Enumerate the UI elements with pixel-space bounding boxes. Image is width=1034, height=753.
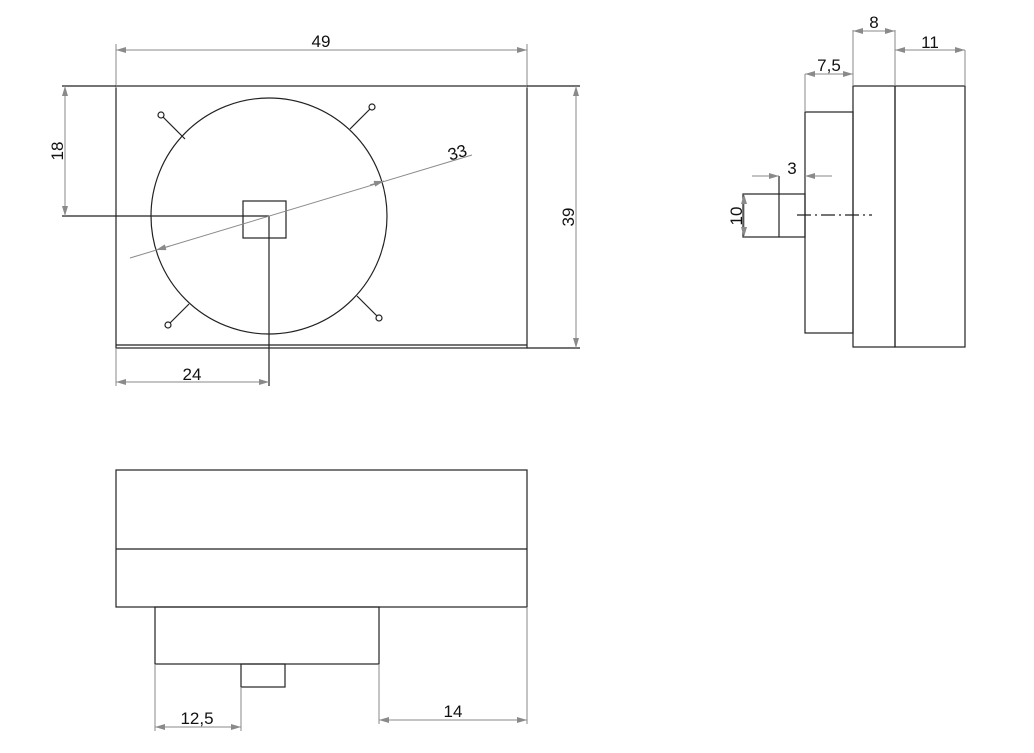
bottom-tab (240, 663, 286, 688)
dim-g-label: 14 (444, 702, 463, 721)
center-square (242, 200, 287, 239)
bottom-lower-block (154, 606, 380, 665)
dim-a-label: 8 (869, 13, 878, 32)
front-view: 49 39 18 24 33 (48, 32, 580, 386)
front-outline (115, 85, 528, 349)
dim-f-label: 12,5 (180, 709, 213, 728)
side-view: 8 11 7,5 3 10 (727, 13, 966, 348)
dim-center-x-label: 24 (183, 365, 202, 384)
dim-center-y-label: 18 (48, 142, 67, 161)
dim-diameter-label: 33 (446, 141, 470, 165)
side-front-plate (804, 111, 854, 334)
bottom-view: 12,5 14 (115, 469, 528, 731)
dim-e-label: 10 (727, 207, 746, 226)
dim-height-label: 39 (559, 208, 578, 227)
dim-b-label: 11 (921, 33, 939, 52)
side-protrusion (742, 193, 806, 238)
dim-d-label: 3 (787, 159, 796, 178)
pins (157, 103, 383, 329)
dim-c-label: 7,5 (817, 56, 841, 75)
dim-line-diameter (129, 154, 473, 259)
dim-width-label: 49 (312, 32, 331, 51)
side-rear-block (894, 85, 966, 348)
bottom-outline (115, 469, 528, 608)
side-middle-block (852, 85, 896, 348)
